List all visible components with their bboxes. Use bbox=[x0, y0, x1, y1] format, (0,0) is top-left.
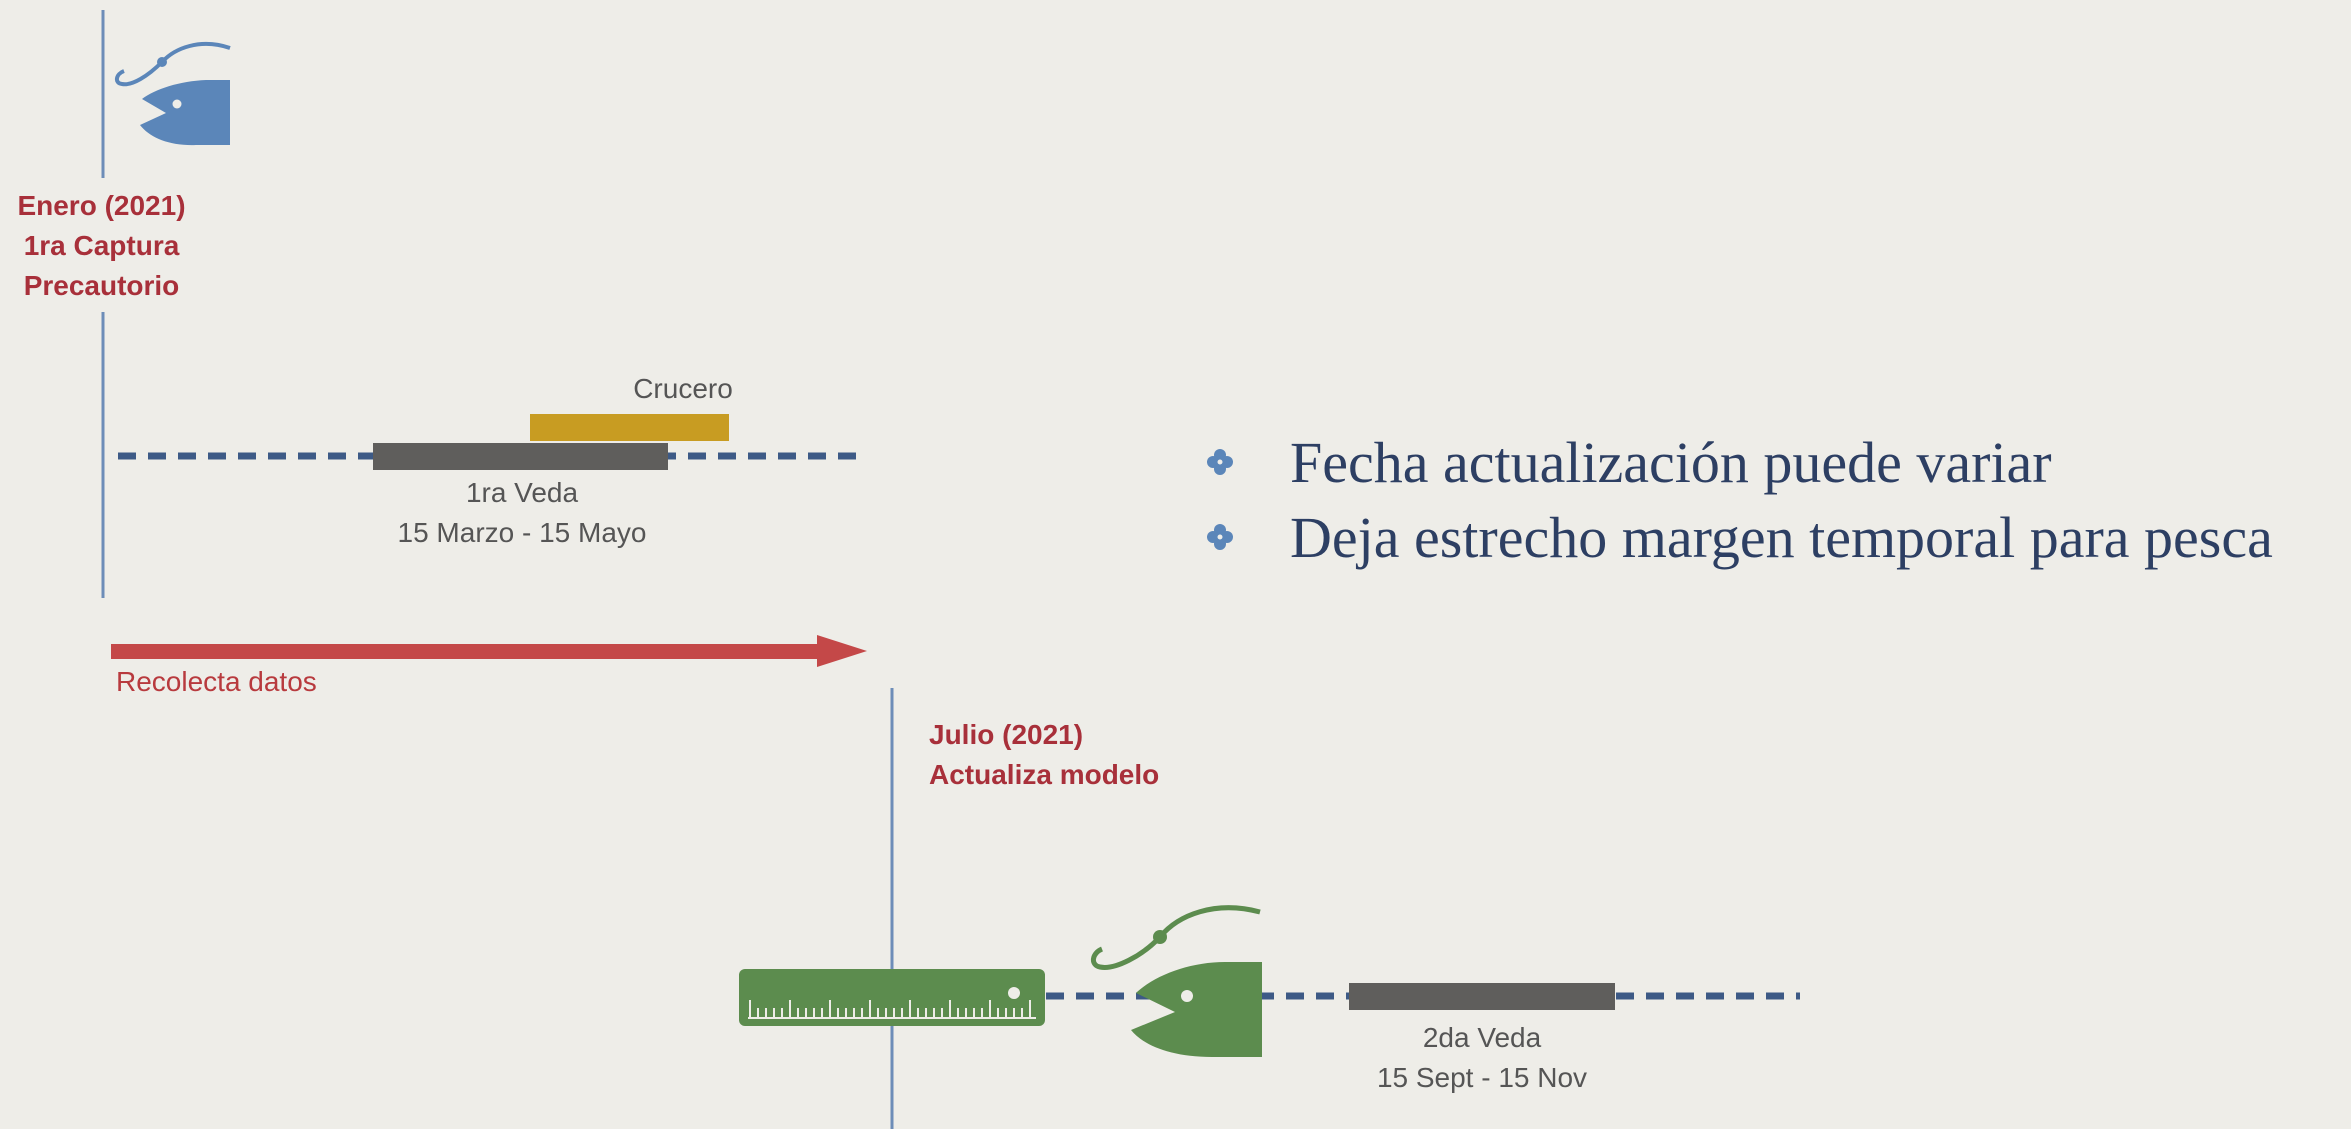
start-label: Enero (2021) 1ra Captura Precautorio bbox=[0, 186, 203, 306]
veda1-bar bbox=[373, 443, 668, 470]
measuring-ruler-icon bbox=[739, 969, 1045, 1026]
update-label-month: Julio (2021) bbox=[929, 719, 1084, 750]
fish-hook-icon-blue bbox=[115, 42, 231, 146]
quatrefoil-bullet-icon bbox=[1207, 449, 1233, 475]
cruise-bar bbox=[530, 414, 729, 441]
veda2-dates: 15 Sept - 15 Nov bbox=[1376, 1062, 1588, 1093]
fish-hook-icon-green bbox=[1091, 905, 1262, 1057]
update-label-event: Actualiza modelo bbox=[929, 759, 1160, 790]
veda1-label: 1ra Veda 15 Marzo - 15 Mayo bbox=[372, 473, 672, 553]
collect-data-label: Recolecta datos bbox=[116, 666, 317, 697]
start-label-month: Enero (2021) bbox=[17, 190, 186, 221]
veda2-bar bbox=[1349, 983, 1615, 1010]
veda2-label: 2da Veda 15 Sept - 15 Nov bbox=[1332, 1018, 1632, 1098]
veda1-title: 1ra Veda bbox=[465, 477, 579, 508]
update-label: Julio (2021) Actualiza modelo bbox=[929, 715, 1159, 795]
veda2-title: 2da Veda bbox=[1422, 1022, 1542, 1053]
start-label-type: Precautorio bbox=[23, 270, 180, 301]
bullet-text: Fecha actualización puede variar bbox=[1290, 430, 2052, 495]
start-label-event: 1ra Captura bbox=[23, 230, 180, 261]
quatrefoil-bullet-icon bbox=[1207, 524, 1233, 550]
bullet-text: Deja estrecho margen temporal para pesca bbox=[1290, 505, 2273, 570]
cruise-label: Crucero bbox=[633, 373, 733, 404]
veda1-dates: 15 Marzo - 15 Mayo bbox=[397, 517, 647, 548]
collect-data-arrow bbox=[111, 635, 867, 667]
